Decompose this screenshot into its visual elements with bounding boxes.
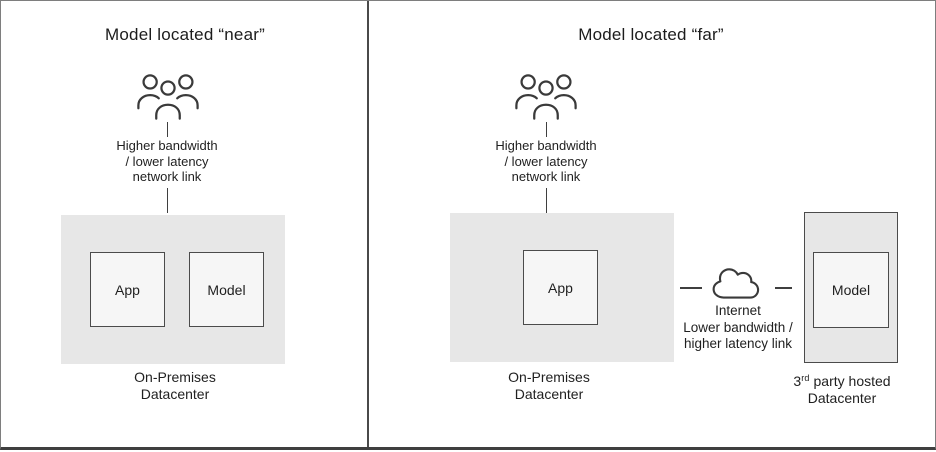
- app-box-label: App: [115, 281, 140, 298]
- model-box-label: Model: [207, 281, 246, 298]
- model-box: Model: [189, 252, 264, 327]
- network-link-label-line: network link: [132, 169, 202, 184]
- onprem-datacenter-label-line: Datacenter: [140, 386, 210, 402]
- onprem-datacenter-label: On-Premises Datacenter: [449, 369, 649, 403]
- thirdparty-label-text: party hosted: [809, 373, 891, 389]
- network-link-connector-upper: [545, 122, 547, 137]
- network-link-label-line: / lower latency: [504, 153, 588, 169]
- thirdparty-datacenter-label-line2: Datacenter: [807, 390, 877, 406]
- people-group-icon: [515, 74, 577, 120]
- app-box-label: App: [548, 279, 573, 296]
- thirdparty-datacenter-label-line1: 3rd party hosted: [742, 370, 935, 390]
- cloud-icon: [712, 268, 760, 299]
- network-link-label-line: Higher bandwidth: [495, 138, 597, 153]
- panel-far-title: Model located “far”: [578, 25, 724, 44]
- internet-label: Internet: [715, 303, 761, 318]
- network-link-label-line: / lower latency: [125, 153, 209, 169]
- thirdparty-ordinal-number: 3: [793, 373, 802, 389]
- onprem-datacenter-label-line: On-Premises: [134, 369, 216, 385]
- app-box: App: [90, 252, 165, 327]
- panel-divider: [367, 1, 369, 447]
- onprem-datacenter-label-line: On-Premises: [508, 369, 590, 385]
- internet-connector-left: [680, 287, 702, 289]
- internet-connector-right: [775, 287, 792, 289]
- people-group-icon: [137, 74, 199, 120]
- network-link-label-line: network link: [511, 169, 581, 184]
- model-box-label: Model: [831, 282, 871, 298]
- onprem-datacenter-label: On-Premises Datacenter: [75, 369, 275, 403]
- network-link-connector-upper: [166, 122, 168, 137]
- network-link-label: Higher bandwidth / lower latency network…: [67, 138, 267, 185]
- panel-near-title: Model located “near”: [105, 25, 265, 44]
- network-link-connector-lower: [166, 188, 168, 213]
- network-link-connector-lower: [545, 188, 547, 213]
- network-link-label-line: Higher bandwidth: [116, 138, 218, 153]
- wan-link-label-line: higher latency link: [683, 335, 793, 351]
- onprem-datacenter-label-line: Datacenter: [514, 386, 584, 402]
- thirdparty-datacenter-label: 3rd party hosted Datacenter: [742, 370, 935, 407]
- thirdparty-ordinal-suffix: rd: [801, 373, 810, 383]
- network-link-label: Higher bandwidth / lower latency network…: [446, 138, 646, 185]
- model-box: Model: [813, 252, 889, 328]
- wan-link-label: Lower bandwidth / higher latency link: [638, 320, 838, 351]
- wan-link-label-line: Lower bandwidth /: [683, 320, 793, 335]
- app-box: App: [523, 250, 598, 325]
